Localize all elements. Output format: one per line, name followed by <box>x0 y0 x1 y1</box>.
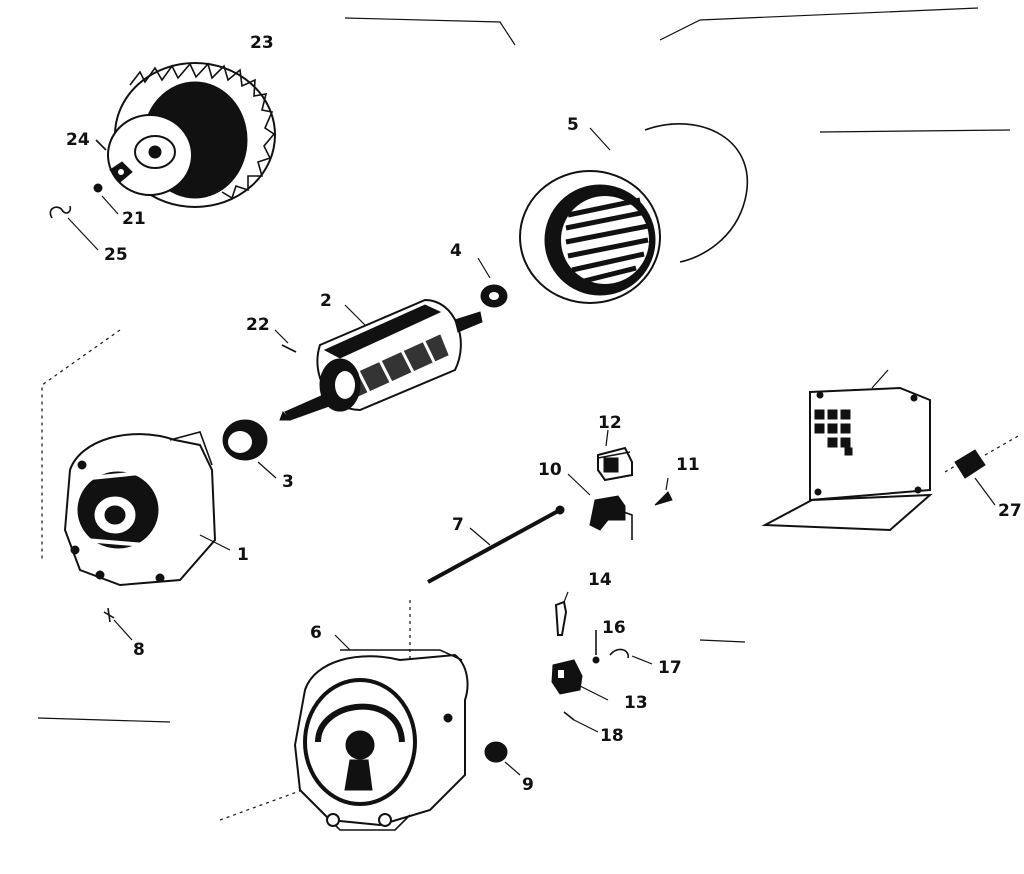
part-12-connector <box>597 429 633 482</box>
part-2-rotor <box>279 298 483 421</box>
part-1-end-bell <box>63 431 231 587</box>
label-2: 2 <box>320 291 332 311</box>
part-17-lead <box>609 648 653 665</box>
label-18: 18 <box>600 726 624 746</box>
label-23: 23 <box>250 33 274 53</box>
label-3: 3 <box>282 472 294 492</box>
label-8: 8 <box>133 640 145 660</box>
label-4: 4 <box>450 241 462 261</box>
label-27: 27 <box>998 501 1022 521</box>
label-24: 24 <box>66 130 90 150</box>
part-13-terminal-block <box>551 659 609 701</box>
label-13: 13 <box>624 693 648 713</box>
part-27-capacitor <box>944 434 1021 506</box>
label-9: 9 <box>522 775 534 795</box>
part-14-screw <box>554 591 569 636</box>
scan-border-lines <box>37 7 1011 821</box>
part-21-nut <box>93 183 119 215</box>
label-11: 11 <box>676 455 700 475</box>
label-1: 1 <box>237 545 249 565</box>
part-23-fan-assembly <box>107 62 276 208</box>
part-25-clip <box>49 205 99 251</box>
part-9-plug <box>484 741 521 776</box>
part-10-switch-bracket <box>567 473 633 540</box>
label-5: 5 <box>567 115 579 135</box>
part-11-clip <box>654 477 673 506</box>
label-25: 25 <box>104 245 128 265</box>
part-20-mounting-plate <box>761 369 933 532</box>
part-22-key <box>274 329 297 353</box>
part-24-set-screw <box>95 139 107 151</box>
label-6: 6 <box>310 623 322 643</box>
label-10: 10 <box>538 460 562 480</box>
part-18-screw <box>563 711 599 733</box>
part-6-housing <box>293 634 469 831</box>
label-14: 14 <box>588 570 612 590</box>
part-3-bearing <box>222 419 277 479</box>
label-22: 22 <box>246 315 270 335</box>
part-5-end-shield <box>519 123 748 304</box>
callout-labels: 23 24 21 25 5 4 2 22 3 1 8 6 9 7 12 10 1… <box>66 33 1022 795</box>
label-12: 12 <box>598 413 622 433</box>
label-16: 16 <box>602 618 626 638</box>
part-7-through-bolt <box>427 505 565 584</box>
label-17: 17 <box>658 658 682 678</box>
part-4-bearing <box>477 257 508 308</box>
label-21: 21 <box>122 209 146 229</box>
label-7: 7 <box>452 515 464 535</box>
part-16-terminal <box>592 630 600 664</box>
part-8-screw <box>103 607 133 641</box>
